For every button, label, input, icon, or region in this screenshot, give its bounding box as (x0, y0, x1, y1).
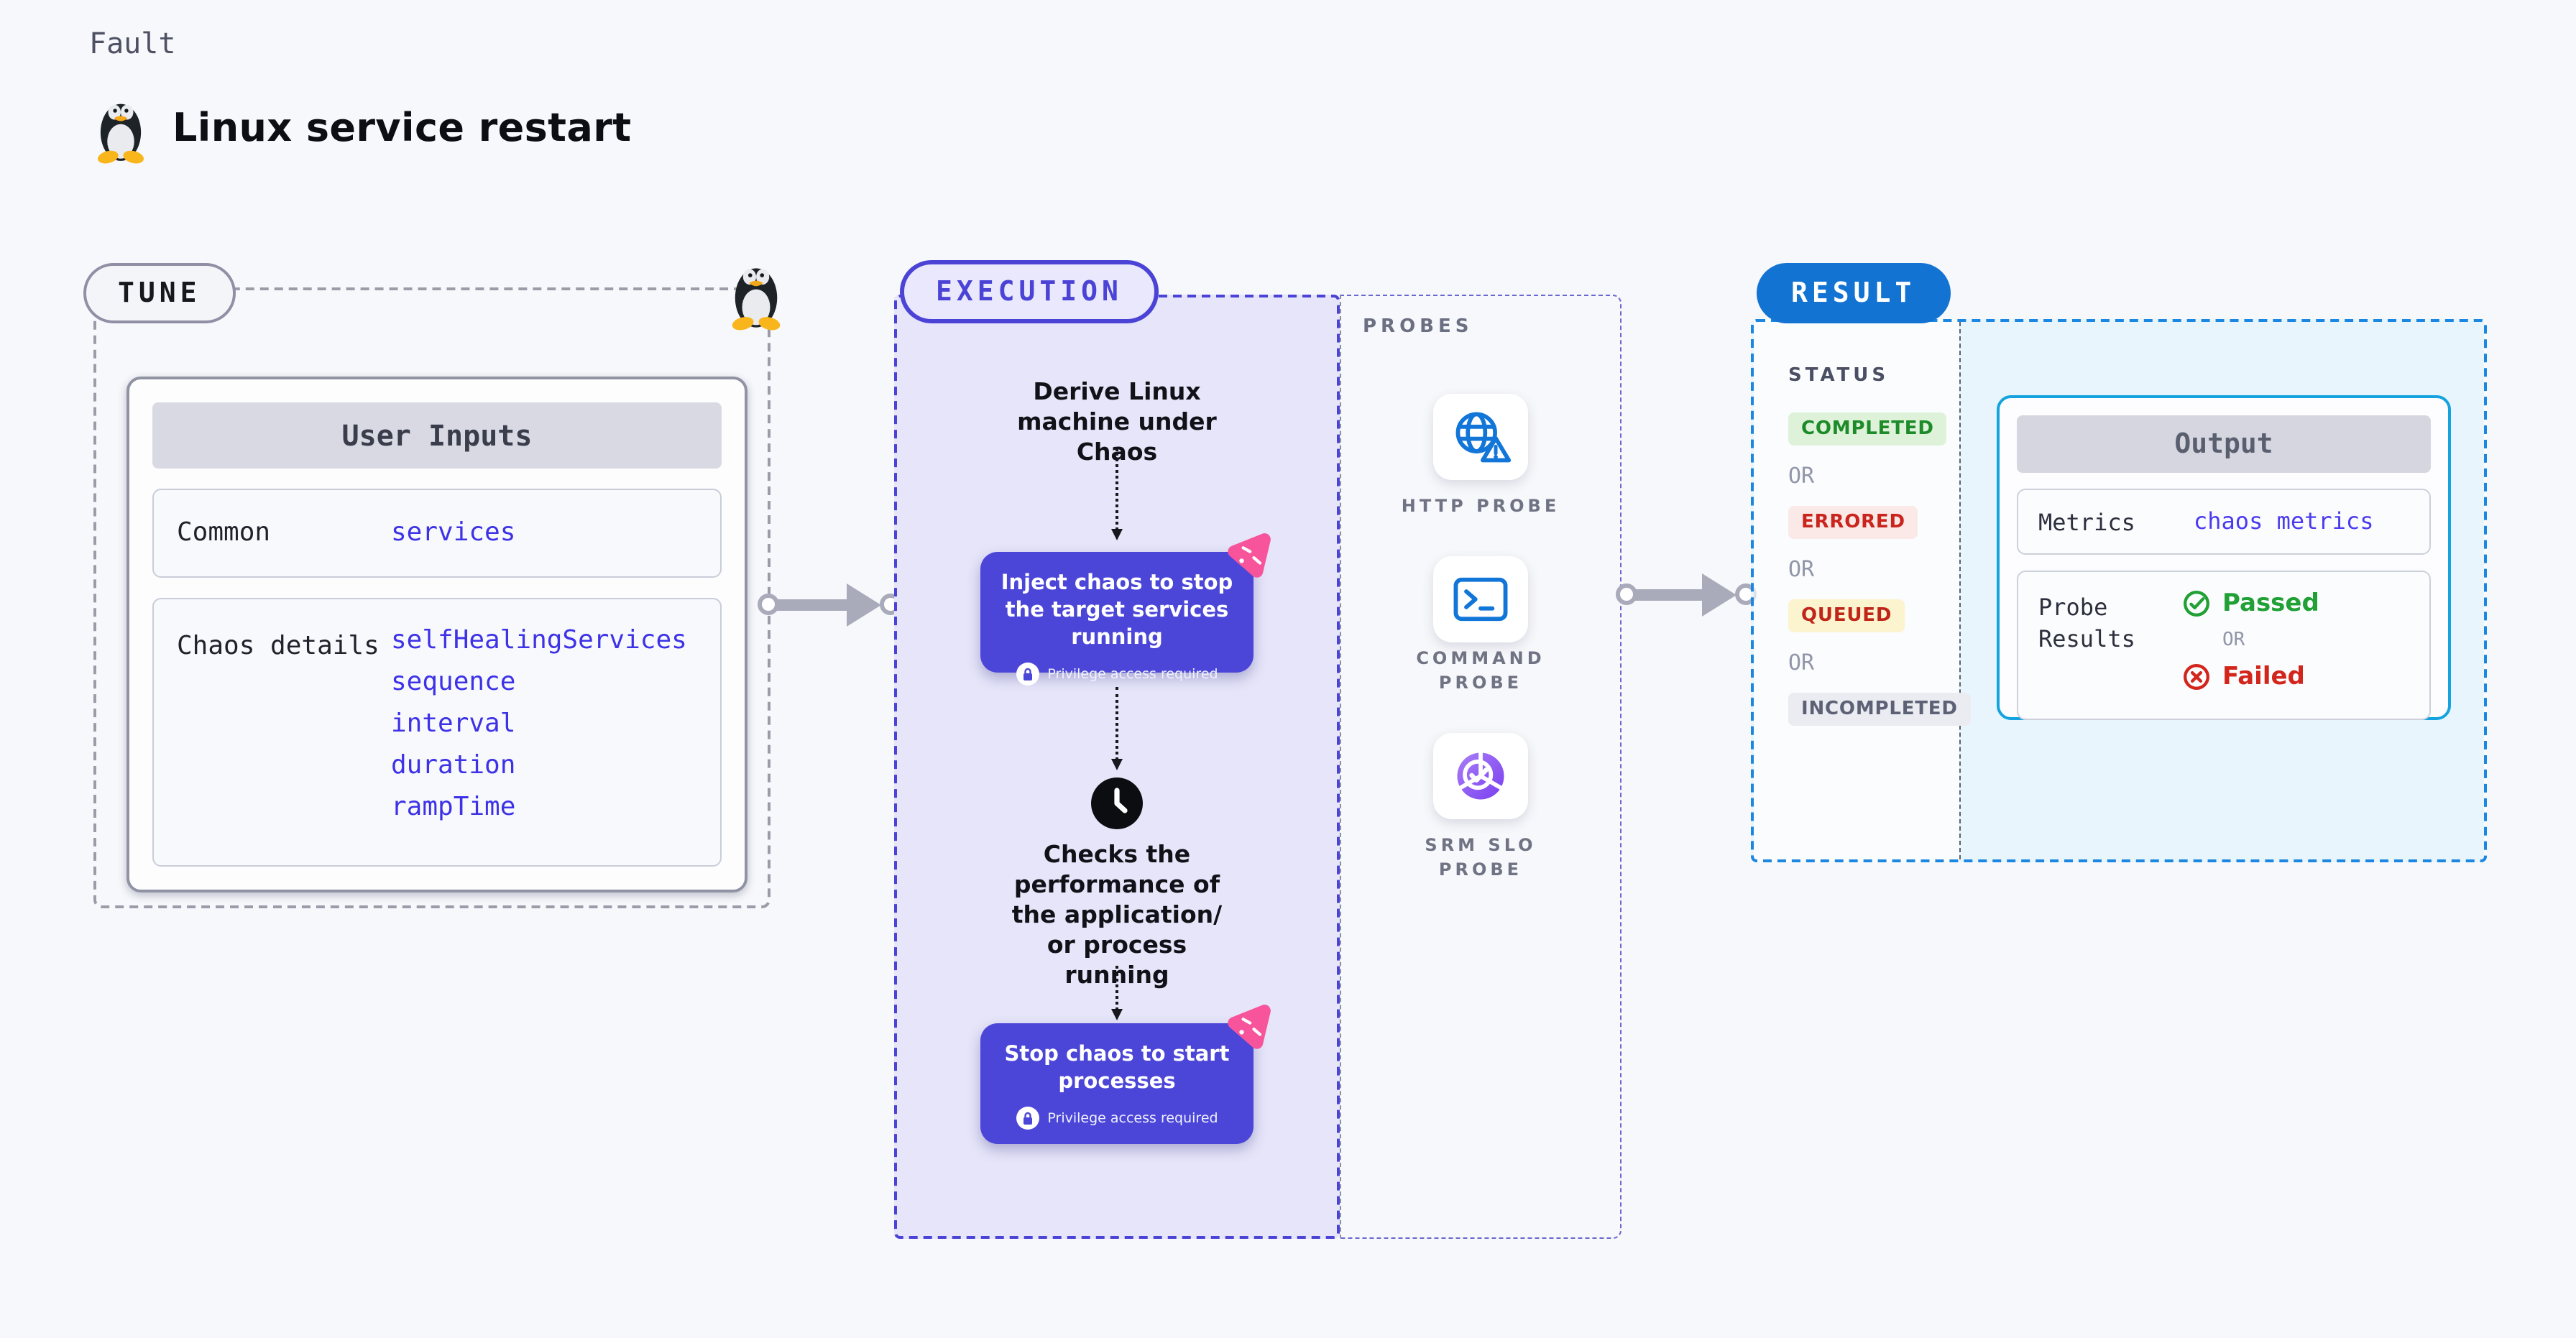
http-probe-card (1433, 394, 1528, 480)
arrow-tune-to-execution (758, 583, 901, 627)
execution-badge: EXECUTION (900, 260, 1159, 323)
param-link-sequence[interactable]: sequence (391, 667, 516, 697)
user-inputs-header: User Inputs (152, 402, 722, 469)
status-badge-incompleted: INCOMPLETED (1788, 693, 1971, 726)
privilege-note: Privilege access required (1047, 666, 1218, 682)
chaos-metrics-link[interactable]: chaos metrics (2194, 507, 2374, 535)
user-inputs-table: User Inputs Common services Chaos detail… (126, 377, 748, 892)
stop-chaos-card: Stop chaos to start processes Privilege … (980, 1023, 1254, 1144)
flow-connector (1110, 448, 1122, 540)
input-row-chaos-details: Chaos details selfHealingServices sequen… (152, 598, 722, 867)
or-label: OR (1788, 650, 1815, 675)
privilege-note: Privilege access required (1047, 1110, 1218, 1126)
input-row-common: Common services (152, 489, 722, 578)
lock-icon (1016, 663, 1039, 686)
linux-tux-icon (96, 103, 145, 164)
status-badge-errored: ERRORED (1788, 506, 1918, 539)
linux-tux-icon-small (730, 268, 782, 331)
or-label: OR (1788, 463, 1815, 489)
output-card: Output Metrics chaos metrics Probe Resul… (1997, 395, 2451, 720)
status-label: STATUS (1788, 365, 1890, 387)
probe-results-label: Probe Results (2038, 594, 2135, 652)
command-probe-label: COMMAND PROBE (1416, 648, 1545, 693)
input-row-label: Common (177, 517, 271, 548)
status-column: STATUS COMPLETED OR ERRORED OR QUEUED OR… (1788, 365, 1971, 726)
or-label: OR (2222, 629, 2245, 651)
clock-icon (1091, 778, 1143, 829)
output-header: Output (2017, 415, 2431, 473)
http-probe-label: HTTP PROBE (1401, 496, 1560, 516)
page-header: Linux service restart (89, 92, 632, 164)
probes-label: PROBES (1363, 316, 1473, 338)
input-row-label: Chaos details (177, 631, 380, 661)
probe-results-row: Probe Results Passed OR (2017, 571, 2431, 720)
status-badge-completed: COMPLETED (1788, 412, 1947, 446)
command-probe-card (1433, 556, 1528, 642)
result-divider (1959, 322, 1961, 859)
fault-category-label: Fault (89, 26, 176, 60)
metrics-label: Metrics (2038, 509, 2135, 536)
inject-chaos-card: Inject chaos to stop the target services… (980, 552, 1254, 686)
slo-pie-check-icon (1457, 751, 1504, 800)
metrics-row: Metrics chaos metrics (2017, 489, 2431, 555)
inject-chaos-title: Inject chaos to stop the target services… (1000, 572, 1233, 650)
lock-icon (1016, 1107, 1039, 1130)
param-link-interval[interactable]: interval (391, 709, 516, 739)
page-title: Linux service restart (172, 106, 632, 150)
globe-warning-icon (1455, 412, 1512, 463)
passed-label: Passed (2222, 589, 2319, 618)
srm-slo-probe-card (1433, 733, 1528, 819)
tune-badge: TUNE (83, 263, 236, 323)
failed-label: Failed (2222, 663, 2305, 691)
status-badge-queued: QUEUED (1788, 599, 1905, 632)
arrow-probes-to-result (1616, 573, 1757, 617)
terminal-icon (1453, 577, 1508, 622)
flow-connector (1110, 687, 1122, 770)
param-link-duration[interactable]: duration (391, 750, 516, 780)
srm-slo-probe-label: SRM SLO PROBE (1425, 835, 1537, 880)
or-label: OR (1788, 556, 1815, 582)
chaos-fault-icon (1223, 1003, 1272, 1052)
chaos-fault-icon (1223, 532, 1272, 581)
param-link-selfhealingservices[interactable]: selfHealingServices (391, 625, 687, 655)
stop-chaos-title: Stop chaos to start processes (1004, 1043, 1230, 1094)
failed-x-icon (2184, 664, 2209, 690)
passed-check-icon (2184, 591, 2209, 617)
result-badge: RESULT (1757, 263, 1951, 323)
result-section: STATUS COMPLETED OR ERRORED OR QUEUED OR… (1751, 319, 2487, 862)
param-link-services[interactable]: services (391, 517, 516, 548)
probes-section (1340, 295, 1622, 1239)
flow-connector (1110, 966, 1122, 1020)
param-link-ramptime[interactable]: rampTime (391, 792, 516, 822)
